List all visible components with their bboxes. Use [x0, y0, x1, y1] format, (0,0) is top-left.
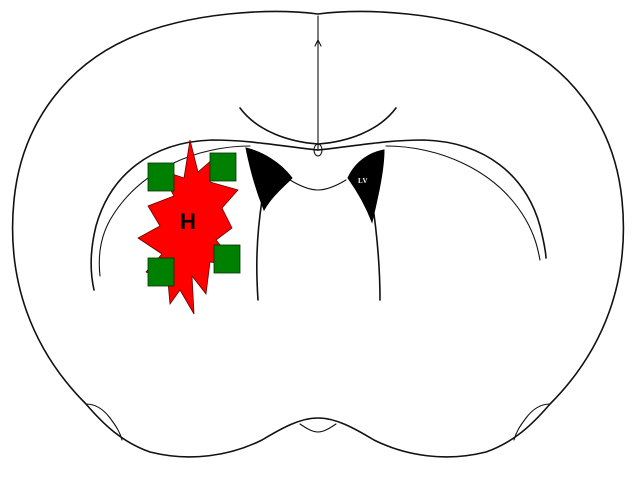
marker-bottom-right — [214, 245, 240, 273]
bottom-left-notch — [300, 424, 318, 432]
left-internal-line — [257, 200, 262, 300]
corpus-callosum-right-arc — [318, 140, 546, 258]
marker-top-left — [148, 163, 174, 191]
right-ventricle-label: LV — [358, 177, 368, 185]
corpus-callosum-right-inner — [386, 146, 540, 260]
bottom-right-notch — [318, 424, 336, 432]
lesion-label: H — [180, 209, 196, 234]
marker-bottom-left — [148, 258, 174, 286]
marker-top-right — [210, 153, 236, 181]
left-lateral-ventricle — [246, 148, 292, 210]
corpus-callosum-lower — [290, 180, 346, 190]
right-lateral-ventricle — [348, 150, 384, 222]
